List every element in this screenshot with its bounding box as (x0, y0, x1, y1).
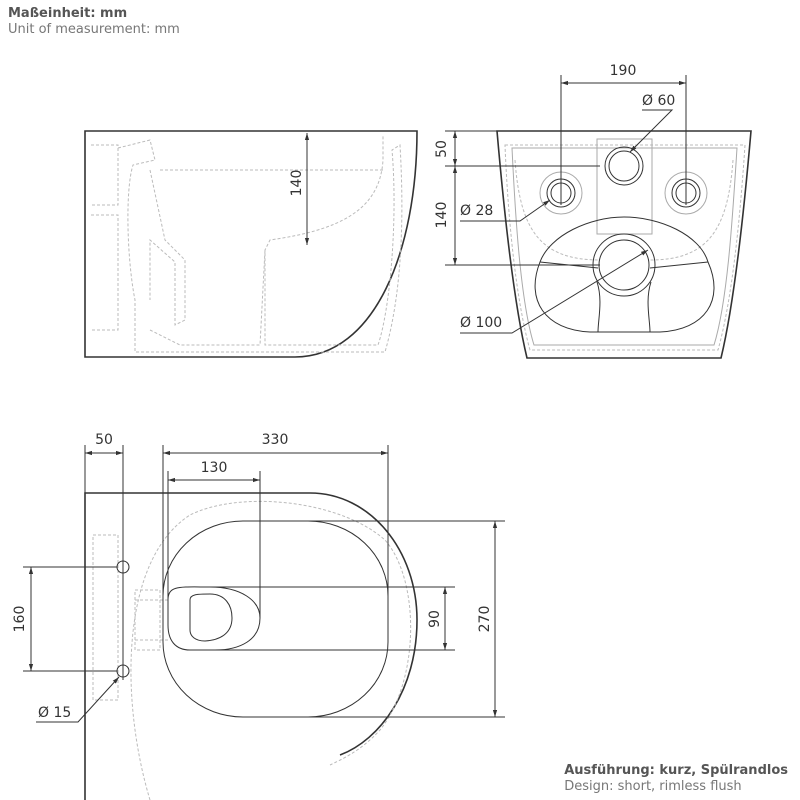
dim-top-160: 160 (12, 606, 28, 633)
dim-top-130: 130 (201, 460, 228, 476)
dim-front-top: 50 (434, 140, 450, 158)
label-d100: Ø 100 (460, 315, 502, 331)
unit-label-en: Unit of measurement: mm (8, 22, 180, 37)
label-d28: Ø 28 (460, 203, 493, 219)
design-label-en: Design: short, rimless flush (564, 779, 742, 794)
dim-front-width: 190 (610, 63, 637, 79)
side-view: 140 (84, 130, 418, 358)
front-view: 190 50 140 Ø 60 Ø 28 Ø 100 (434, 63, 752, 359)
dim-top-90: 90 (427, 610, 443, 628)
label-d60: Ø 60 (642, 93, 675, 109)
unit-label-de: Maßeinheit: mm (8, 6, 128, 21)
dim-front-height: 140 (434, 202, 450, 229)
dim-top-50: 50 (95, 432, 113, 448)
design-label-de: Ausführung: kurz, Spülrandlos (564, 763, 788, 778)
top-view: 50 330 130 160 90 270 Ø 15 (12, 432, 505, 800)
dim-top-330: 330 (262, 432, 289, 448)
label-d15: Ø 15 (38, 705, 71, 721)
dim-side-depth: 140 (289, 170, 305, 197)
dim-top-270: 270 (477, 606, 493, 633)
unit-label: Maßeinheit: mm Unit of measurement: mm (8, 6, 180, 38)
design-label: Ausführung: kurz, Spülrandlos Design: sh… (564, 763, 788, 795)
